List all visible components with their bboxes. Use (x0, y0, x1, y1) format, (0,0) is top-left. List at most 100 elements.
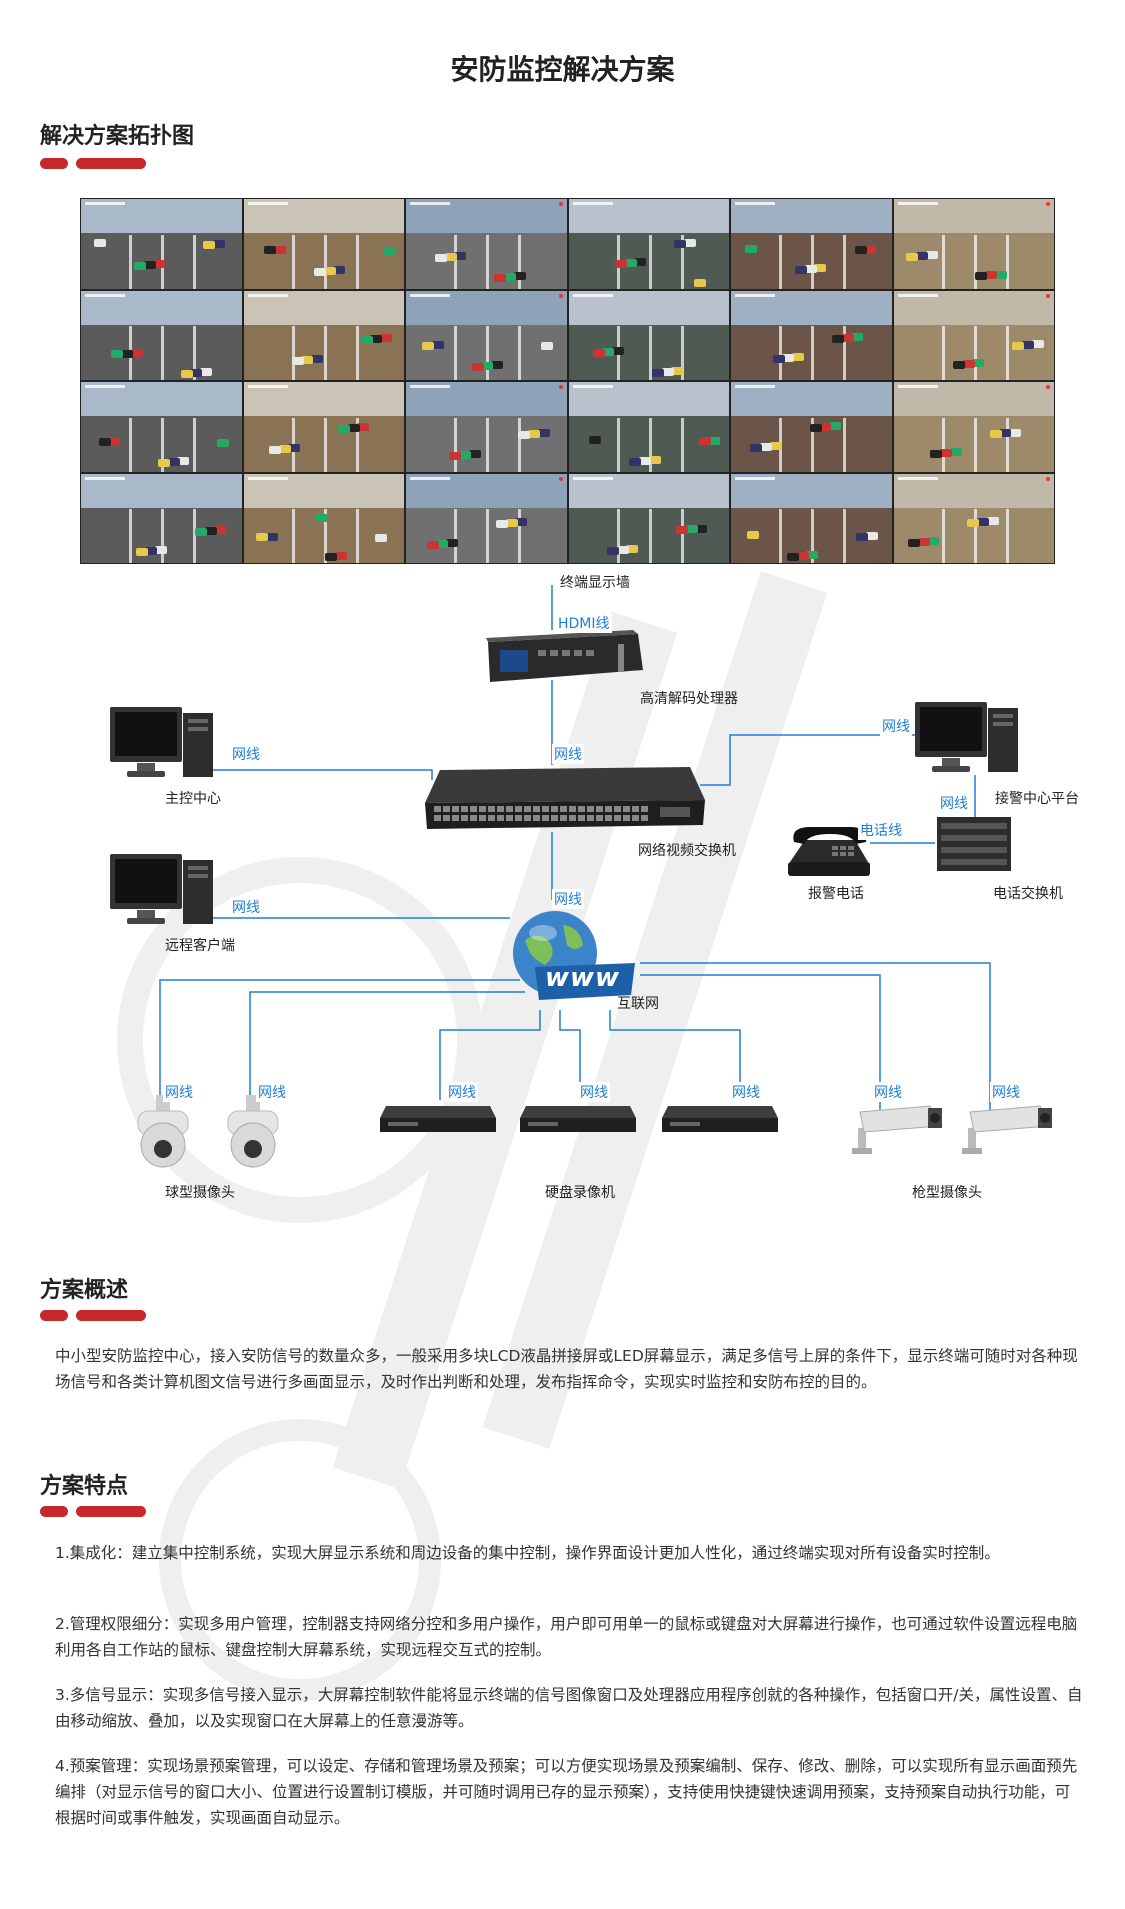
video-feed-tile (243, 473, 404, 563)
network-wire-label: 网线 (230, 897, 262, 917)
switch-port (551, 806, 558, 812)
switch-port (434, 815, 441, 821)
switch-port (515, 815, 522, 821)
video-feed-tile (568, 473, 729, 563)
internet-globe-icon (513, 911, 635, 1000)
switch-port (596, 815, 603, 821)
network-wire-label: 网线 (552, 889, 584, 909)
switch-port (587, 806, 594, 812)
video-feed-tile (568, 382, 729, 472)
feature-item: 1.集成化：建立集中控制系统，实现大屏显示系统和周边设备的集中控制，操作界面设计… (55, 1544, 1000, 1562)
switch-port (596, 806, 603, 812)
video-feed-tile (81, 473, 242, 563)
bullet-camera-label: 枪型摄像头 (912, 1185, 982, 1201)
switch-port (641, 815, 648, 821)
network-wire-label: 网线 (230, 744, 262, 764)
switch-port (578, 815, 585, 821)
switch-port (551, 815, 558, 821)
remote-client-label: 远程客户端 (165, 938, 235, 954)
switch-port (443, 806, 450, 812)
switch-port (542, 815, 549, 821)
switch-port (452, 815, 459, 821)
video-feed-tile (731, 199, 892, 289)
hdmi-wire-label: HDMI线 (556, 613, 612, 633)
phone-switch-icon (937, 817, 1011, 871)
dome-camera-label: 球型摄像头 (165, 1185, 235, 1201)
section-accent-bar (76, 1310, 146, 1321)
switch-port (524, 806, 531, 812)
main-control-computer-icon (110, 707, 213, 777)
switch-port (560, 806, 567, 812)
switch-port (542, 806, 549, 812)
switch-port (533, 815, 540, 821)
video-feed-tile (893, 290, 1054, 380)
switch-port (641, 806, 648, 812)
section-accent-bar (40, 1506, 68, 1517)
dome-camera-icon (137, 1095, 189, 1168)
network-switch-icon (425, 767, 705, 829)
alarm-platform-label: 接警中心平台 (995, 791, 1079, 807)
switch-port (497, 806, 504, 812)
feature-item: 2.管理权限细分：实现多用户管理，控制器支持网络分控和多用户操作，用户即可用单一… (55, 1615, 1078, 1659)
decoder-label: 高清解码处理器 (640, 691, 738, 707)
switch-port (461, 815, 468, 821)
video-feed-tile (243, 382, 404, 472)
section-title-features: 方案特点 (40, 1474, 129, 1499)
feature-item: 3.多信号显示：实现多信号接入显示，大屏幕控制软件能将显示终端的信号图像窗口及处… (55, 1686, 1083, 1730)
switch-port (506, 806, 513, 812)
video-feed-tile (243, 199, 404, 289)
nvr-label: 硬盘录像机 (545, 1185, 615, 1201)
video-feed-tile (406, 382, 567, 472)
switch-port (479, 815, 486, 821)
switch-port (632, 815, 639, 821)
switch-port (623, 815, 630, 821)
network-wire-label: 网线 (578, 1082, 610, 1102)
switch-port (623, 806, 630, 812)
switch-port (443, 815, 450, 821)
video-feed-tile (81, 199, 242, 289)
switch-port (470, 806, 477, 812)
switch-port (488, 815, 495, 821)
switch-port (569, 806, 576, 812)
switch-port (560, 815, 567, 821)
switch-port (452, 806, 459, 812)
video-feed-tile (893, 382, 1054, 472)
video-feed-tile (406, 199, 567, 289)
switch-port (605, 815, 612, 821)
switch-label: 网络视频交换机 (638, 843, 736, 859)
video-feed-tile (568, 290, 729, 380)
network-wire-label: 网线 (446, 1082, 478, 1102)
switch-port (470, 815, 477, 821)
feature-item: 4.预案管理：实现场景预案管理，可以设定、存储和管理场景及预案；可以方便实现场景… (55, 1757, 1078, 1827)
network-wire-label: 网线 (552, 744, 584, 764)
switch-port (614, 815, 621, 821)
section-accent-bar (76, 158, 146, 169)
remote-client-computer-icon (110, 854, 213, 924)
video-feed-tile (406, 473, 567, 563)
section-accent-bar (76, 1506, 146, 1517)
internet-www-text: www (545, 963, 621, 993)
switch-port (533, 806, 540, 812)
video-feed-tile (893, 473, 1054, 563)
bullet-camera-icon (852, 1105, 942, 1154)
network-wire-label: 网线 (256, 1082, 288, 1102)
switch-port (461, 806, 468, 812)
bullet-camera-icon (962, 1105, 1052, 1154)
nvr-device-icon (380, 1106, 496, 1132)
internet-label: 互联网 (617, 996, 659, 1012)
video-feed-tile (731, 473, 892, 563)
section-accent-bar (40, 1310, 68, 1321)
alarm-phone-icon (788, 827, 870, 876)
video-feed-tile (81, 290, 242, 380)
switch-port (506, 815, 513, 821)
phone-wire-label: 电话线 (858, 820, 904, 840)
network-wire-label: 网线 (730, 1082, 762, 1102)
alarm-platform-computer-icon (915, 702, 1018, 772)
dome-camera-icon (227, 1095, 279, 1168)
nvr-device-icon (520, 1106, 636, 1132)
main-control-label: 主控中心 (165, 791, 221, 807)
switch-port (488, 806, 495, 812)
switch-port (434, 806, 441, 812)
section-title-overview: 方案概述 (40, 1278, 129, 1303)
